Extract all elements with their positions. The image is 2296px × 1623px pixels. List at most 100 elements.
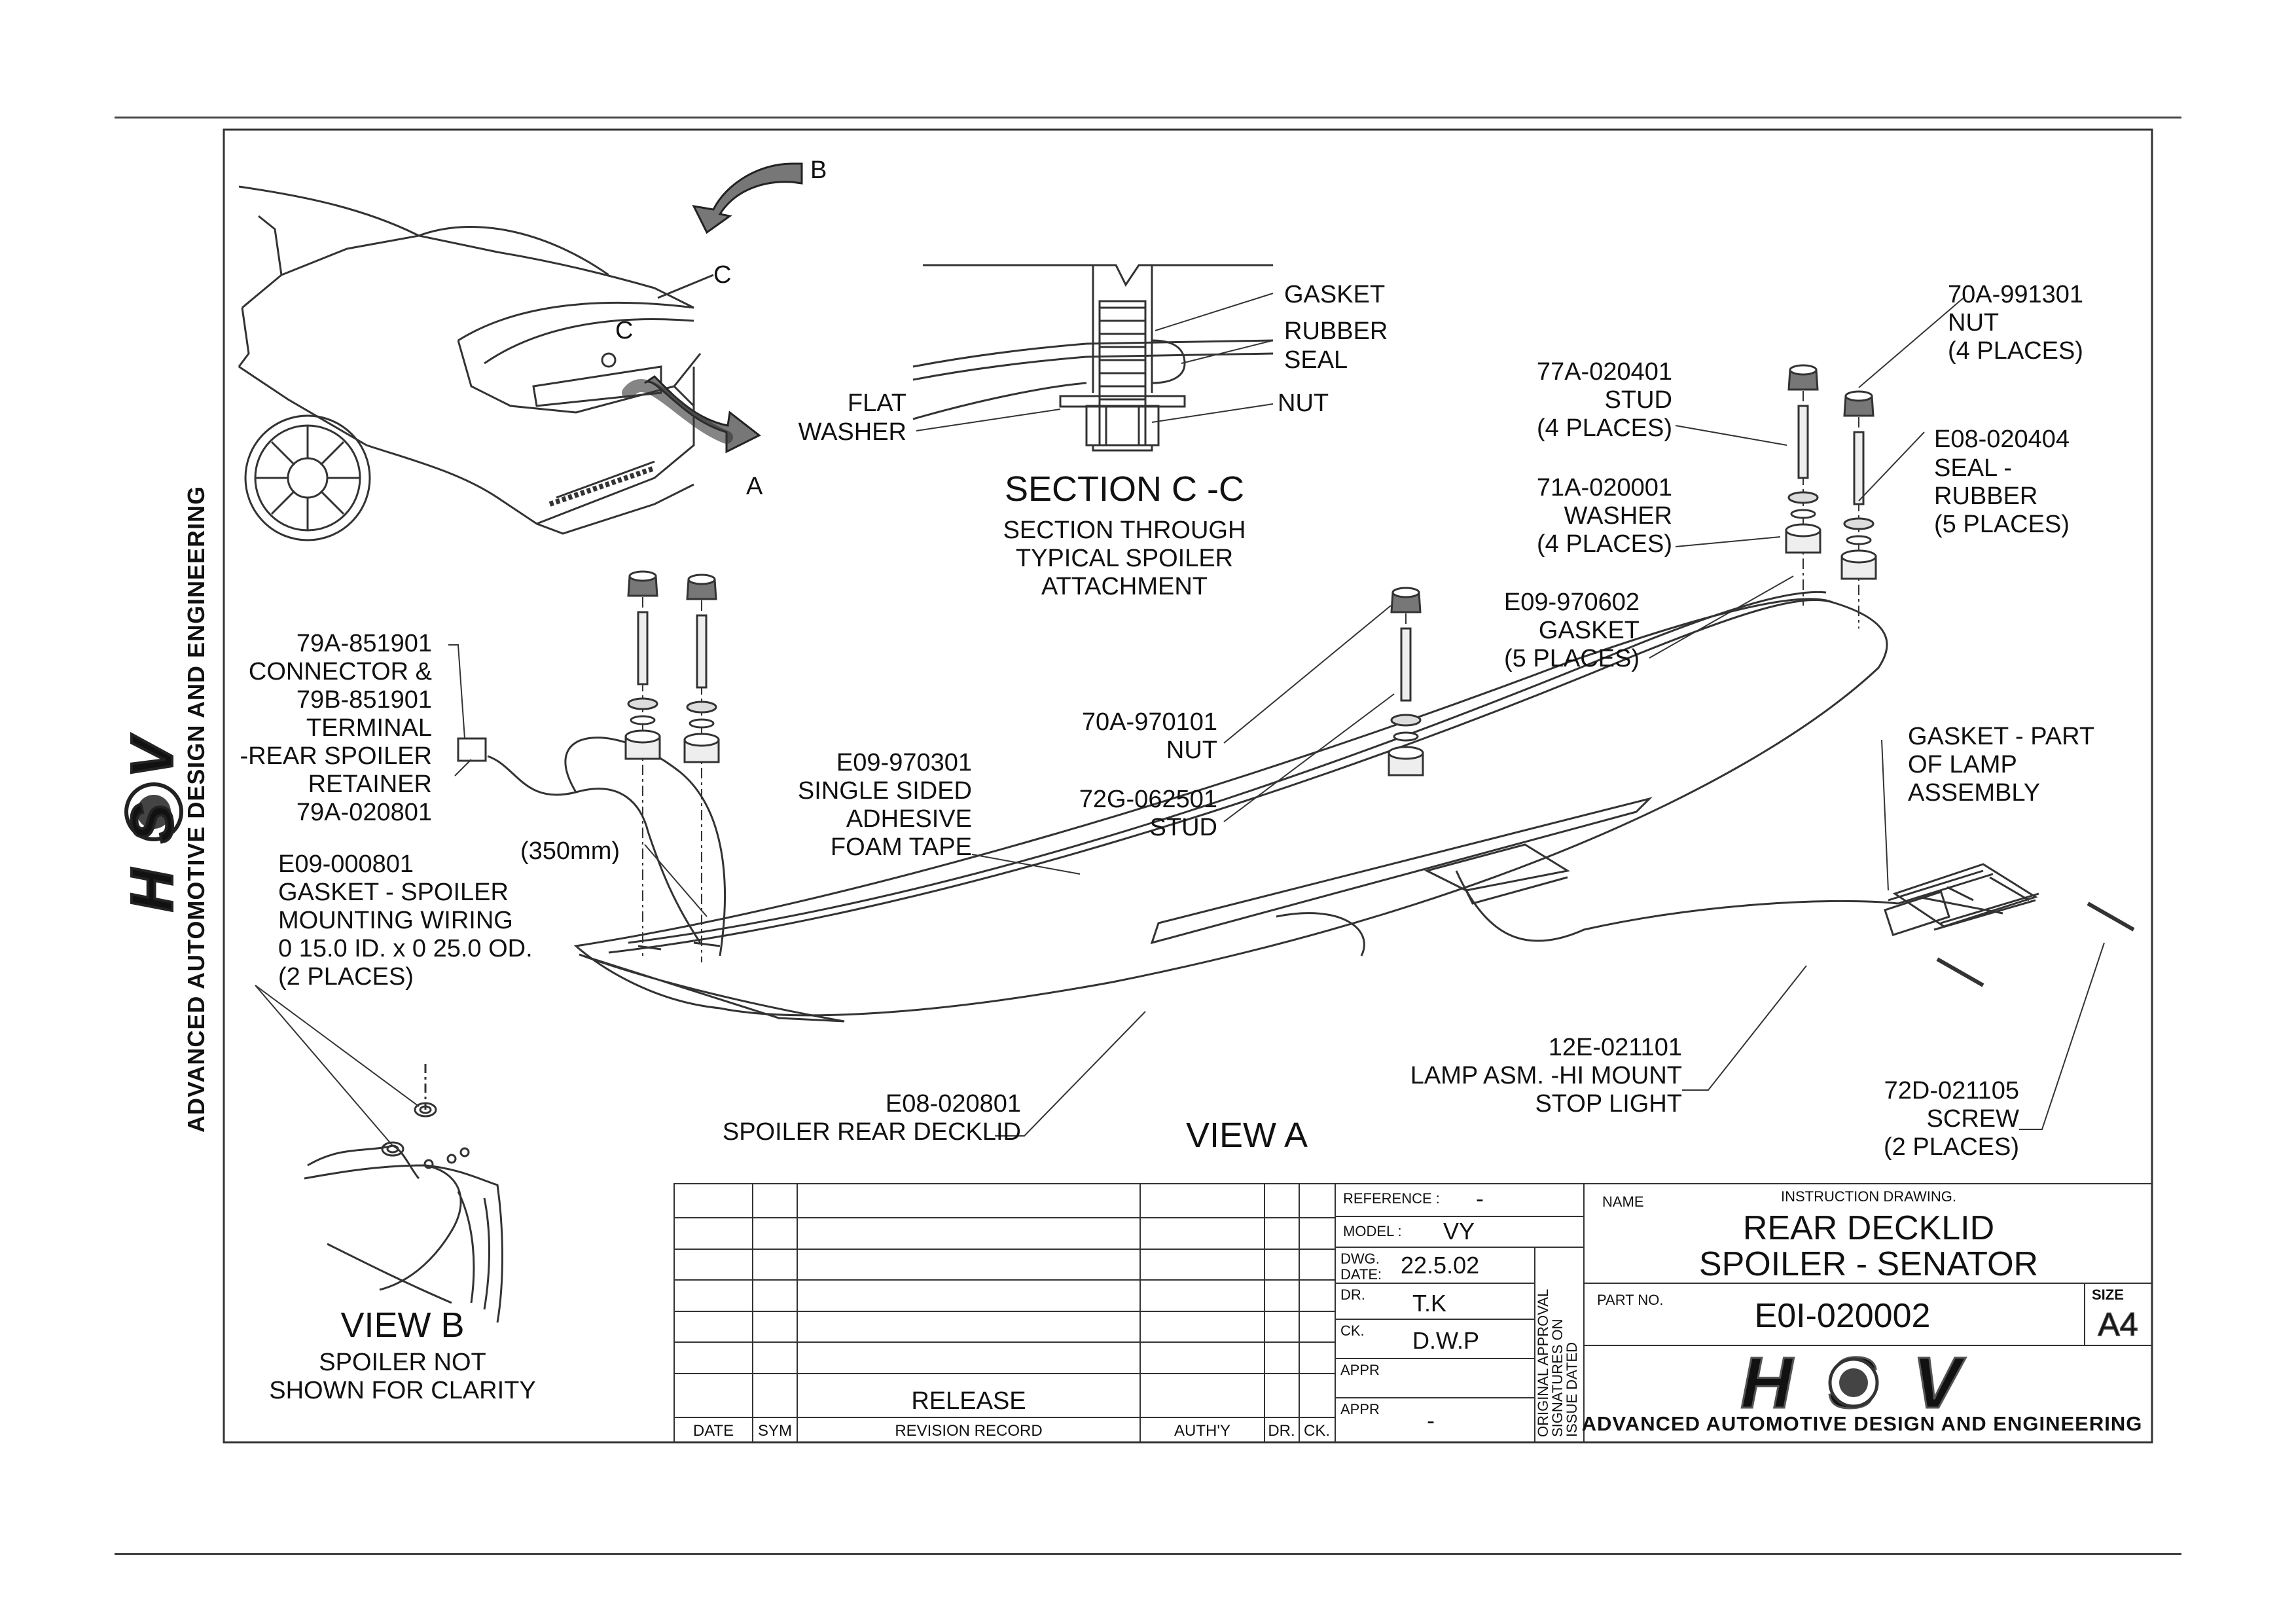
dr-value: T.K xyxy=(1412,1290,1446,1317)
connector-wiring xyxy=(487,755,702,943)
section-note-3: ATTACHMENT xyxy=(1041,573,1208,600)
callout-lamp-gasket-1: GASKET - PART xyxy=(1908,723,2094,750)
reference-label: REFERENCE : xyxy=(1343,1190,1440,1207)
side-logo-text: HSV xyxy=(120,712,185,911)
callout-spoiler-1: E08-020801 xyxy=(886,1090,1021,1118)
callout-wiring-gasket-4: 0 15.0 ID. x 0 25.0 OD. xyxy=(278,935,533,962)
side-logo: HSV xyxy=(118,710,187,913)
view-b-note-2: SHOWN FOR CLARITY xyxy=(269,1377,535,1404)
approval-note-3: ISSUE DATED xyxy=(1564,1342,1580,1437)
name-label: NAME xyxy=(1602,1194,1644,1210)
washer-b-2 xyxy=(1393,731,1419,742)
section-label-flat: FLAT xyxy=(848,390,906,417)
callout-nut-970101-2: NUT xyxy=(1166,737,1217,764)
callout-lamp-2: LAMP ASM. -HI MOUNT xyxy=(1410,1062,1682,1089)
company-name: ADVANCED AUTOMOTIVE DESIGN AND ENGINEERI… xyxy=(1582,1412,2143,1435)
nut-top-1 xyxy=(687,574,716,585)
callout-gasket-970602-2: GASKET xyxy=(1539,617,1640,644)
callout-foam-4: FOAM TAPE xyxy=(831,833,972,861)
callout-connector-2: CONNECTOR & xyxy=(249,658,432,685)
nut-top-2 xyxy=(1391,587,1420,598)
side-banner: ADVANCED AUTOMOTIVE DESIGN AND ENGINEERI… xyxy=(183,486,209,1133)
callout-washer-3: (4 PLACES) xyxy=(1537,530,1672,558)
callout-lamp-3: STOP LIGHT xyxy=(1535,1090,1682,1118)
callout-seal-3: RUBBER xyxy=(1934,483,2037,510)
washer-b-4 xyxy=(1846,535,1872,545)
callout-nut-991301-2: NUT xyxy=(1948,309,1999,337)
washer-b-0 xyxy=(630,715,656,725)
callout-foam-1: E09-970301 xyxy=(836,749,972,776)
washer-2 xyxy=(1390,714,1422,727)
rev-header-date: DATE xyxy=(693,1422,734,1440)
callout-washer-1: 71A-020001 xyxy=(1537,474,1672,501)
marker-a: A xyxy=(746,473,763,500)
seal-top-0 xyxy=(624,729,661,744)
marker-c-1: C xyxy=(713,261,731,289)
size-label: SIZE xyxy=(2092,1286,2124,1303)
view-b-leaders xyxy=(255,985,420,1146)
callout-stud-77a-3: (4 PLACES) xyxy=(1537,414,1672,442)
stud-0 xyxy=(637,611,649,685)
seal-top-2 xyxy=(1388,746,1424,760)
view-a-arrow-shaft xyxy=(622,379,733,444)
callout-stud-77a-1: 77A-020401 xyxy=(1537,358,1672,386)
stud-3 xyxy=(1797,405,1809,479)
nut-top-4 xyxy=(1844,390,1873,402)
callout-wiring-gasket-3: MOUNTING WIRING xyxy=(278,907,513,934)
connector-plug xyxy=(457,737,487,762)
size-value: A4 xyxy=(2098,1306,2138,1343)
approval-note-1: ORIGINAL APPROVAL xyxy=(1535,1289,1551,1437)
drawing-title-2: SPOILER - SENATOR xyxy=(1699,1245,2038,1283)
reference-value: - xyxy=(1476,1185,1484,1212)
washer-4 xyxy=(1843,517,1874,530)
callout-spoiler-2: SPOILER REAR DECKLID xyxy=(723,1118,1021,1146)
bottom-rule xyxy=(115,1553,2181,1555)
hardware-stacks xyxy=(624,364,1877,962)
section-label-washer: WASHER xyxy=(798,418,906,446)
callout-screw-1: 72D-021105 xyxy=(1884,1077,2019,1104)
dwg-label-1: DWG. xyxy=(1340,1250,1380,1267)
callout-screw-2: SCREW xyxy=(1927,1105,2020,1133)
ck-value: D.W.P xyxy=(1412,1327,1479,1354)
washer-3 xyxy=(1787,491,1819,504)
callout-lamp-gasket-2: OF LAMP xyxy=(1908,751,2017,778)
rev-header-ck: CK. xyxy=(1304,1422,1330,1440)
model-value: VY xyxy=(1443,1218,1475,1245)
title-block-logo: HSV xyxy=(1740,1342,1962,1425)
section-note-2: TYPICAL SPOILER xyxy=(1016,545,1233,572)
appr2-label: APPR xyxy=(1340,1401,1380,1417)
car-rear-view xyxy=(238,185,702,541)
section-note-1: SECTION THROUGH xyxy=(1003,517,1246,544)
section-label-gasket: GASKET xyxy=(1284,281,1385,308)
section-label-rubber: RUBBER xyxy=(1284,318,1388,345)
callout-foam-3: ADHESIVE xyxy=(846,805,972,833)
title-block xyxy=(673,1183,2153,1443)
rev-header-dr: DR. xyxy=(1268,1422,1295,1440)
section-c-c-detail xyxy=(912,264,1274,452)
washer-1 xyxy=(686,701,717,714)
view-b-title: VIEW B xyxy=(340,1305,464,1345)
rev-header-sym: SYM xyxy=(758,1422,792,1440)
top-rule xyxy=(115,117,2181,119)
callout-stud-72g-1: 72G-062501 xyxy=(1079,786,1217,813)
washer-b-3 xyxy=(1790,509,1816,519)
callout-connector-6: RETAINER xyxy=(308,771,432,798)
callout-lamp-gasket-3: ASSEMBLY xyxy=(1908,779,2040,807)
callout-seal-4: (5 PLACES) xyxy=(1934,511,2070,538)
callout-connector-3: 79B-851901 xyxy=(296,686,432,714)
part-no: E0I-020002 xyxy=(1755,1297,1931,1335)
callout-gasket-970602-1: E09-970602 xyxy=(1504,589,1640,616)
model-label: MODEL : xyxy=(1343,1223,1402,1239)
callout-connector-4: TERMINAL xyxy=(306,714,432,742)
approval-note: ORIGINAL APPROVAL SIGNATURES ON ISSUE DA… xyxy=(1535,1289,1580,1437)
callout-seal-1: E08-020404 xyxy=(1934,426,2070,453)
callout-connector-5: -REAR SPOILER xyxy=(240,742,432,770)
approval-note-2: SIGNATURES ON xyxy=(1549,1319,1566,1437)
section-label-seal: SEAL xyxy=(1284,346,1348,374)
section-cut-line xyxy=(657,274,714,299)
marker-b: B xyxy=(810,156,827,184)
callout-connector-1: 79A-851901 xyxy=(296,630,432,657)
callout-seal-2: SEAL - xyxy=(1934,454,2012,482)
callout-foam-2: SINGLE SIDED xyxy=(798,777,972,805)
